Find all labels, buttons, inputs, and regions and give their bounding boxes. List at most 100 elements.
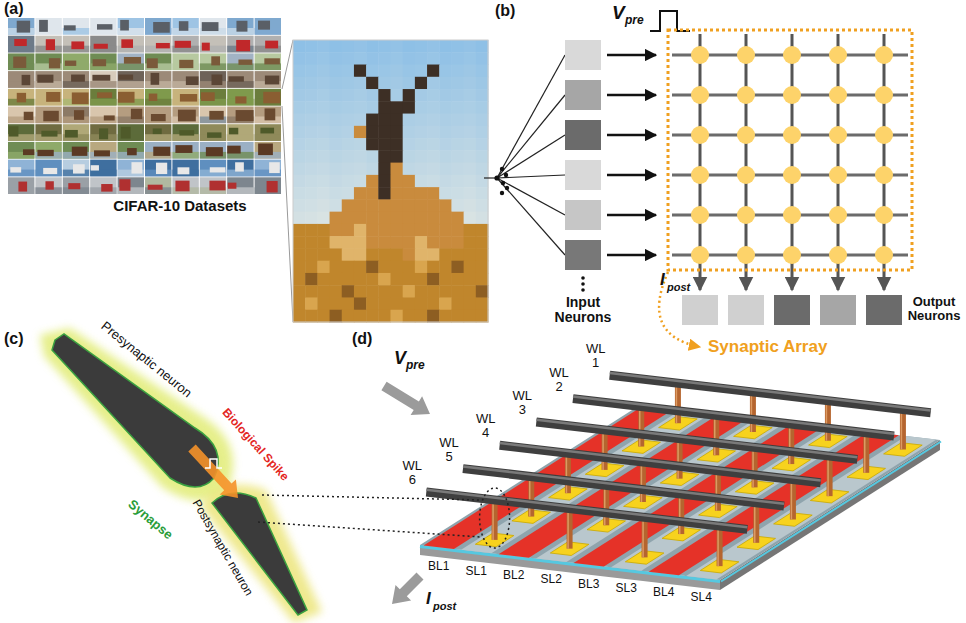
array-outline [668, 30, 912, 270]
image-pixel [342, 224, 355, 237]
thumbnail-object [41, 131, 57, 137]
dot [581, 282, 585, 286]
thumbnail-object [37, 150, 53, 156]
input-neuron [565, 200, 601, 230]
thumbnail-object [180, 94, 197, 102]
dataset-thumbnail [118, 107, 144, 124]
image-pixel [439, 52, 452, 65]
image-pixel [293, 212, 306, 225]
image-pixel [366, 273, 379, 286]
synapse-node [829, 86, 847, 104]
thumbnail-object [178, 110, 196, 122]
image-pixel [366, 310, 379, 323]
synapse-pillar [715, 471, 721, 511]
image-pixel [354, 126, 367, 139]
image-pixel [366, 224, 379, 237]
image-pixel [378, 187, 391, 200]
image-pixel [330, 175, 343, 188]
image-pixel [427, 163, 440, 176]
image-pixel [378, 65, 391, 78]
dataset-thumbnail [145, 160, 171, 177]
image-pixel [317, 187, 330, 200]
thumbnail-object [131, 109, 142, 119]
image-pixel [330, 261, 343, 274]
image-pixel [305, 126, 318, 139]
dataset-thumbnail [118, 89, 144, 106]
image-pixel [342, 212, 355, 225]
dataset-mosaic [8, 18, 281, 194]
image-pixel [354, 310, 367, 323]
image-pixel [378, 224, 391, 237]
spike-label: Biological Spike [219, 406, 291, 484]
input-signal-arrow [381, 382, 430, 415]
synapse-pillar [675, 383, 681, 423]
image-pixel [427, 126, 440, 139]
dataset-thumbnail [172, 89, 198, 106]
dataset-thumbnail [90, 142, 116, 159]
thumbnail-object [175, 41, 191, 48]
thumbnail-object [65, 61, 76, 66]
image-pixel [391, 175, 404, 188]
image-pixel [317, 199, 330, 212]
image-pixel [354, 138, 367, 151]
image-pixel [403, 310, 416, 323]
thumbnail-ground [90, 170, 116, 177]
image-pixel [427, 261, 440, 274]
dataset-thumbnail [172, 18, 198, 35]
image-pixel [317, 126, 330, 139]
thumbnail-object [119, 179, 130, 191]
dataset-thumbnail [63, 18, 89, 35]
image-pixel [305, 77, 318, 90]
image-pixel [464, 236, 477, 249]
image-pixel [391, 163, 404, 176]
dataset-thumbnail [118, 142, 144, 159]
dataset-thumbnail [200, 160, 226, 177]
synapse-pillar [678, 494, 684, 534]
dataset-thumbnail [145, 89, 171, 106]
image-pixel [305, 40, 318, 53]
panel-label: (d) [352, 330, 372, 348]
thumbnail-object [202, 43, 210, 51]
wordline-label: WL 1 [585, 342, 607, 370]
image-pixel [342, 101, 355, 114]
wordline-label: WL 2 [548, 366, 570, 394]
dataset-thumbnail [255, 18, 281, 35]
image-pixel [403, 248, 416, 261]
image-pixel [391, 273, 404, 286]
input-arrow [607, 254, 656, 257]
thumbnail-object [206, 147, 223, 156]
input-neuron [565, 120, 601, 150]
thumbnail-ground [118, 81, 144, 88]
image-pixel [476, 236, 489, 249]
image-pixel [378, 199, 391, 212]
synapse-pillar [492, 500, 498, 540]
thumbnail-object [101, 184, 112, 192]
dataset-thumbnail [90, 89, 116, 106]
image-pixel [366, 65, 379, 78]
image-pixel [317, 77, 330, 90]
dataset-thumbnail [145, 53, 171, 70]
thumbnail-object [151, 73, 160, 85]
thumbnail-object [201, 92, 215, 101]
dataset-thumbnail [200, 36, 226, 53]
image-pixel [415, 138, 428, 151]
synapse-node [691, 86, 709, 104]
input-arrow [607, 214, 656, 217]
image-pixel [427, 187, 440, 200]
signal-label: V [394, 348, 406, 369]
image-pixel [451, 236, 464, 249]
thumbnail-object [65, 130, 78, 138]
image-pixel [342, 199, 355, 212]
thumbnail-object [94, 150, 110, 156]
thumbnail-object [14, 39, 27, 46]
synapse-node [875, 46, 893, 64]
dataset-thumbnail [200, 142, 226, 159]
image-pixel [317, 65, 330, 78]
dataset-thumbnail [8, 124, 34, 141]
thumbnail-object [260, 128, 274, 134]
output-neuron [866, 295, 902, 325]
synapse-node [783, 206, 801, 224]
dataset-thumbnail [63, 142, 89, 159]
image-pixel [464, 126, 477, 139]
signal-subscript: pre [406, 359, 425, 373]
